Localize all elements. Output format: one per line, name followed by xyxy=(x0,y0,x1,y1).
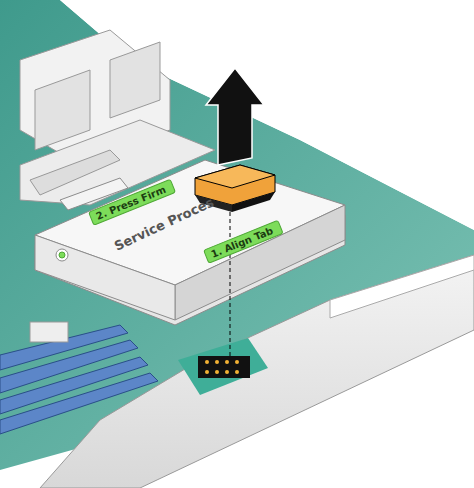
board-connector xyxy=(178,338,268,395)
service-processor-module xyxy=(35,160,345,325)
chassis-wall xyxy=(40,255,474,488)
alignment-line xyxy=(230,212,231,356)
lift-arrow xyxy=(206,68,264,165)
